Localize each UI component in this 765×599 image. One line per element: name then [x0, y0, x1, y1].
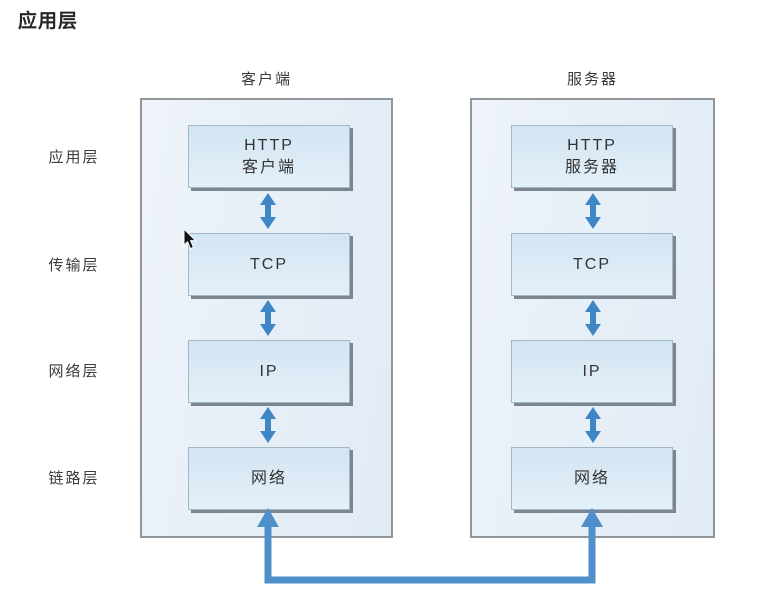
double-arrow-icon: [260, 193, 276, 229]
server-http-box: HTTP 服务器: [511, 125, 673, 188]
node-label: TCP: [250, 255, 288, 273]
node-label: 网络: [250, 469, 287, 487]
client-http-box: HTTP 客户端: [188, 125, 350, 188]
node-label: 网络: [573, 469, 610, 487]
server-stack-header: 服务器: [566, 71, 618, 88]
node-label: HTTP: [244, 136, 294, 154]
node-label: IP: [259, 362, 279, 380]
node-label: 服务器: [564, 158, 619, 176]
page-title: 应用层: [18, 11, 79, 32]
client-ip-box: IP: [188, 340, 350, 403]
double-arrow-icon: [585, 407, 601, 443]
layer-label-link: 链路层: [48, 470, 100, 487]
network-link-connector: [257, 508, 603, 584]
node-label: TCP: [573, 255, 611, 273]
client-tcp-box: TCP: [188, 233, 350, 296]
node-label: 客户端: [241, 158, 296, 176]
client-stack-header: 客户端: [240, 71, 292, 88]
double-arrow-icon: [260, 300, 276, 336]
server-network-box: 网络: [511, 447, 673, 510]
double-arrow-icon: [585, 300, 601, 336]
server-ip-box: IP: [511, 340, 673, 403]
double-arrow-icon: [260, 407, 276, 443]
mouse-cursor: [183, 229, 197, 250]
double-arrow-icon: [585, 193, 601, 229]
node-label: IP: [582, 362, 602, 380]
node-label: HTTP: [567, 136, 617, 154]
server-tcp-box: TCP: [511, 233, 673, 296]
layer-label-application: 应用层: [48, 149, 100, 166]
layer-label-network: 网络层: [48, 363, 100, 380]
client-network-box: 网络: [188, 447, 350, 510]
layer-label-transport: 传输层: [48, 257, 100, 274]
